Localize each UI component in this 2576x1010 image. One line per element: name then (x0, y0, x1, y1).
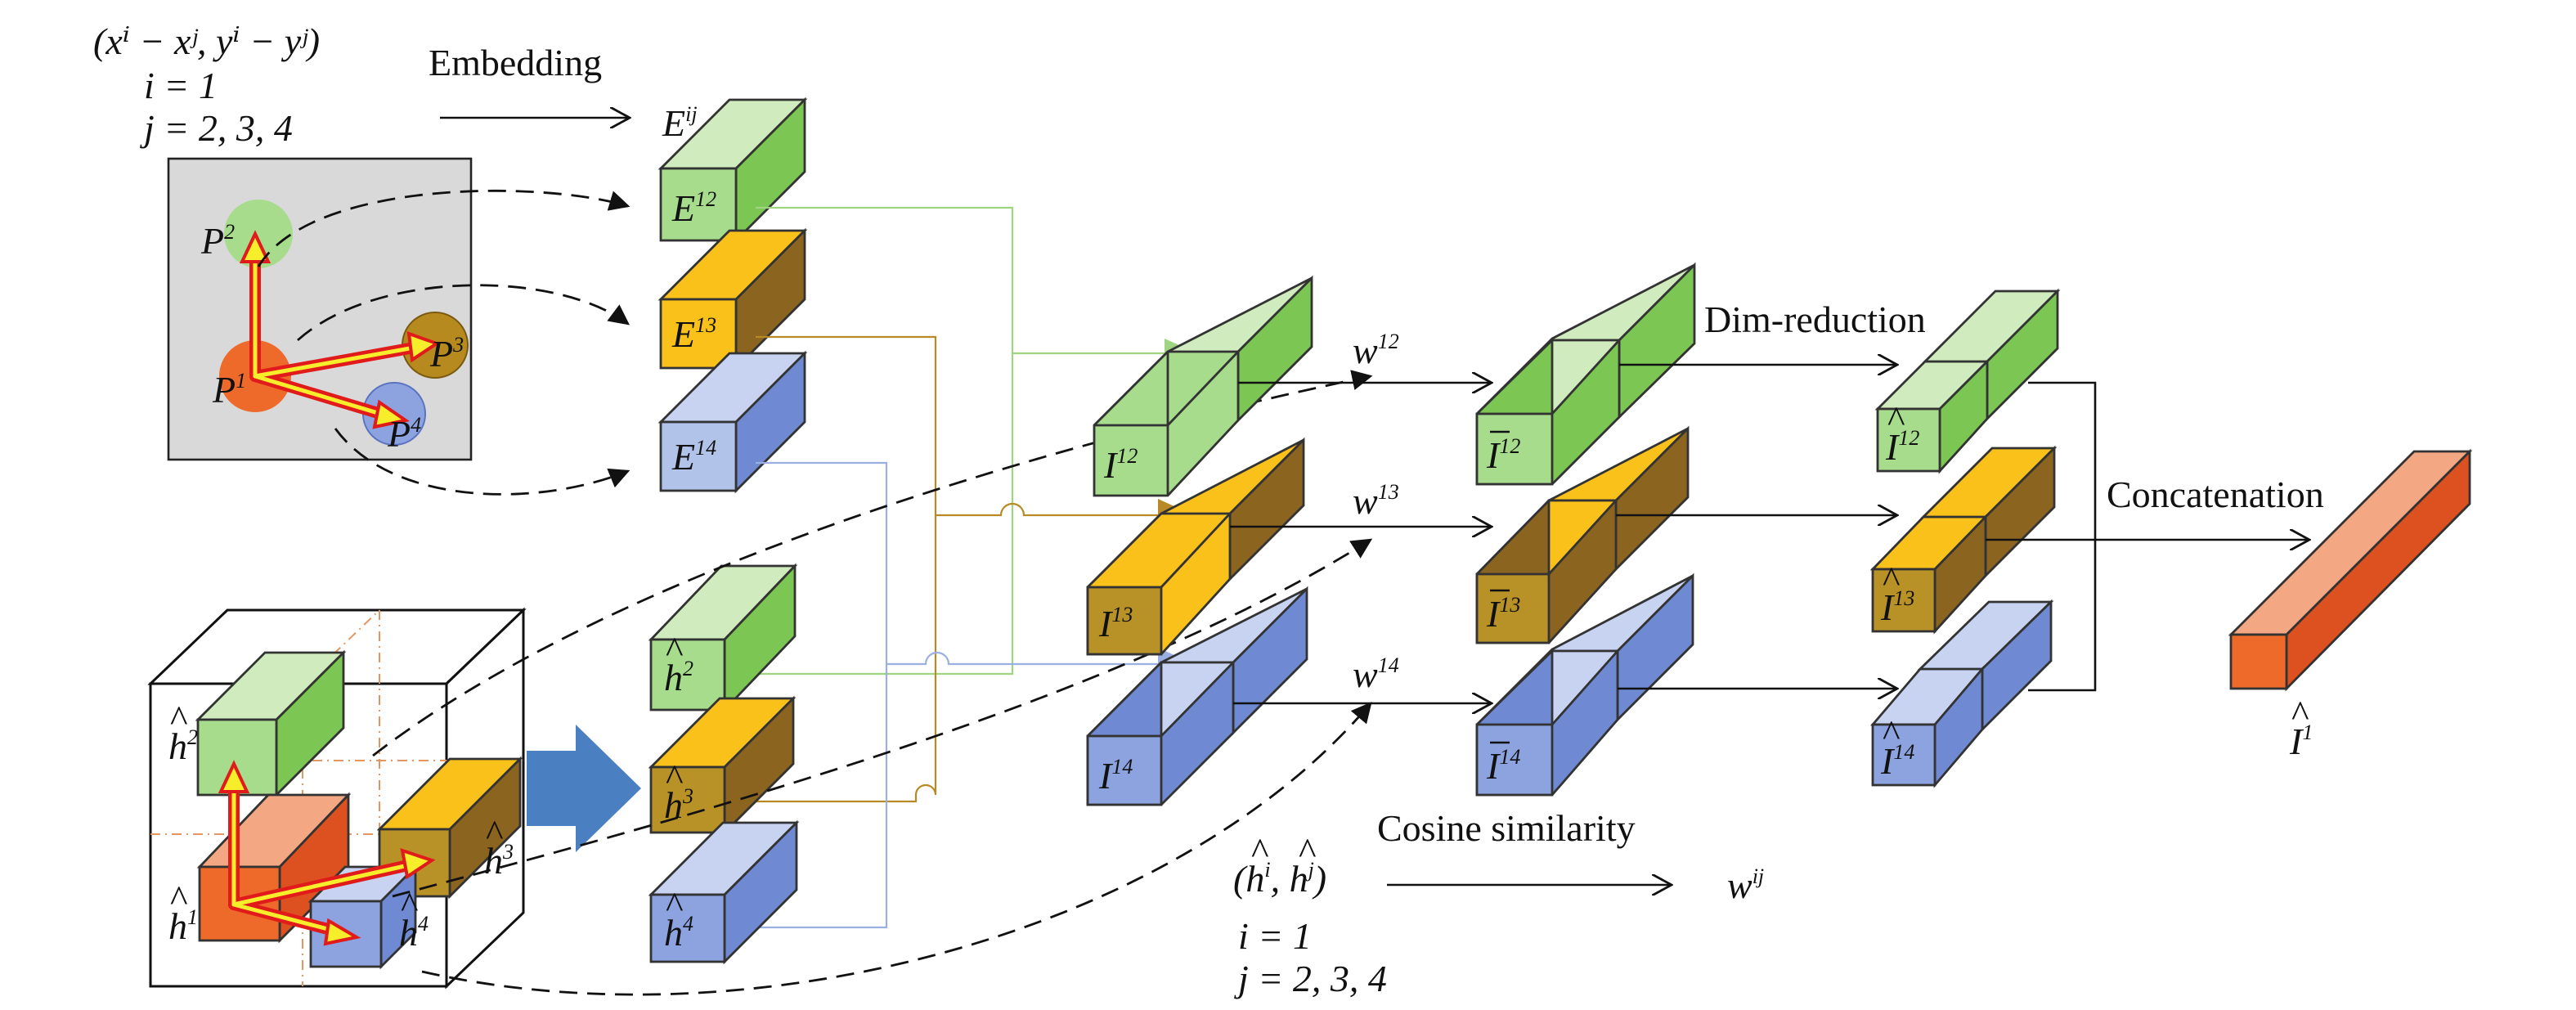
w13-label: w13 (1353, 480, 1399, 522)
arc-to-w13 (392, 538, 1373, 898)
svg-text:^: ^ (486, 812, 504, 854)
svg-text:^: ^ (1887, 398, 1905, 440)
reduced-i14-block: I14 ^ (1869, 599, 2054, 788)
svg-text:^: ^ (170, 878, 188, 919)
weighted-i12-block: I12 (1475, 262, 1696, 486)
e13-block: E13 (657, 227, 808, 371)
svg-text:^: ^ (401, 884, 419, 926)
pair-formula: (xⁱ − xʲ, yⁱ − yʲ) (93, 20, 320, 62)
p2-label: P2 (200, 220, 235, 262)
e12-label: E12 (671, 187, 716, 229)
arc-to-e14 (334, 428, 631, 496)
w12-label: w12 (1353, 330, 1399, 371)
output-block (2228, 448, 2473, 692)
pair-formula-block: (xⁱ − xʲ, yⁱ − yʲ) i = 1 j = 2, 3, 4 (93, 20, 320, 149)
reduced-i12-block: I12 ^ (1874, 288, 2061, 474)
e13-label: E13 (671, 313, 716, 355)
cube-h1-label: h1 (168, 905, 198, 947)
h2-label: h2 (664, 657, 693, 698)
i12-label: I12 (1103, 444, 1138, 486)
arc-to-e12 (257, 189, 631, 267)
svg-text:^: ^ (666, 756, 684, 798)
weighted-i14-block: I14 (1475, 572, 1694, 797)
svg-text:^: ^ (666, 884, 684, 926)
cosine-result: wij (1727, 864, 1764, 906)
reduced-i13-label: I13 (1880, 586, 1914, 628)
cube-h2-label: h2 (168, 725, 198, 767)
cosine-similarity-label: Cosine similarity (1377, 807, 1636, 849)
p1-label: P1 (212, 369, 246, 411)
svg-text:^: ^ (2291, 693, 2309, 734)
big-blue-arrow (527, 725, 641, 852)
svg-text:^: ^ (170, 698, 188, 739)
weighted-i13-block: I13 (1475, 425, 1690, 644)
h3-label: h3 (664, 784, 693, 826)
arc-to-e13 (297, 284, 631, 342)
concatenation-label: Concatenation (2107, 474, 2324, 515)
cube-h2-block (195, 649, 347, 798)
h3-block: h3 ^ (648, 695, 797, 836)
concat-bracket (2028, 381, 2097, 692)
reduced-i13-block: I13 ^ (1869, 445, 2058, 635)
svg-text:^: ^ (1883, 559, 1901, 600)
e14-label: E14 (671, 436, 716, 478)
embedding-header: Eij (662, 102, 698, 144)
i13-block: I13 (1086, 437, 1305, 656)
arc-to-w14 (421, 702, 1372, 996)
weighted-i13-label: I13 (1486, 593, 1520, 635)
pair-i-line: i = 1 (144, 65, 218, 106)
e12-block: E12 (657, 97, 808, 244)
hidden-cube: h2 ^ h1 ^ h3 ^ h4 ^ (147, 607, 527, 990)
cosine-i-line: i = 1 (1238, 915, 1312, 957)
i13-label: I13 (1098, 603, 1133, 644)
dim-reduction-label: Dim-reduction (1704, 299, 1926, 340)
p4-label: P4 (387, 413, 421, 455)
pair-j-line: j = 2, 3, 4 (140, 107, 293, 149)
i14-block: I14 (1086, 586, 1308, 806)
reduced-i14-label: I14 (1880, 740, 1914, 782)
p2-circle (224, 200, 293, 268)
svg-text:^: ^ (666, 629, 684, 671)
e14-block: E14 (657, 350, 808, 494)
cosine-pair: (hi, hj) (1233, 858, 1326, 900)
cube-h4-label: h4 (399, 912, 429, 954)
h4-block: h4 ^ (648, 819, 800, 965)
svg-text:^: ^ (1251, 830, 1269, 872)
weighted-i14-label: I14 (1486, 745, 1520, 787)
h4-label: h4 (664, 912, 693, 954)
w14-label: w14 (1353, 653, 1399, 695)
embedding-label: Embedding (429, 42, 602, 83)
reduced-i12-label: I12 (1885, 426, 1919, 468)
output-label: I1 (2289, 720, 2313, 762)
weighted-i12-label: I12 (1486, 434, 1520, 476)
cosine-j-line: j = 2, 3, 4 (1234, 958, 1387, 999)
relative-vectors (239, 230, 441, 429)
svg-text:^: ^ (1299, 830, 1317, 872)
h2-block: h2 ^ (648, 563, 798, 713)
p3-label: P3 (429, 333, 464, 375)
spatial-panel: P2 P1 P3 P4 (167, 157, 473, 461)
i12-block: I12 (1093, 275, 1313, 497)
i14-label: I14 (1098, 755, 1133, 797)
svg-text:^: ^ (1883, 712, 1901, 754)
